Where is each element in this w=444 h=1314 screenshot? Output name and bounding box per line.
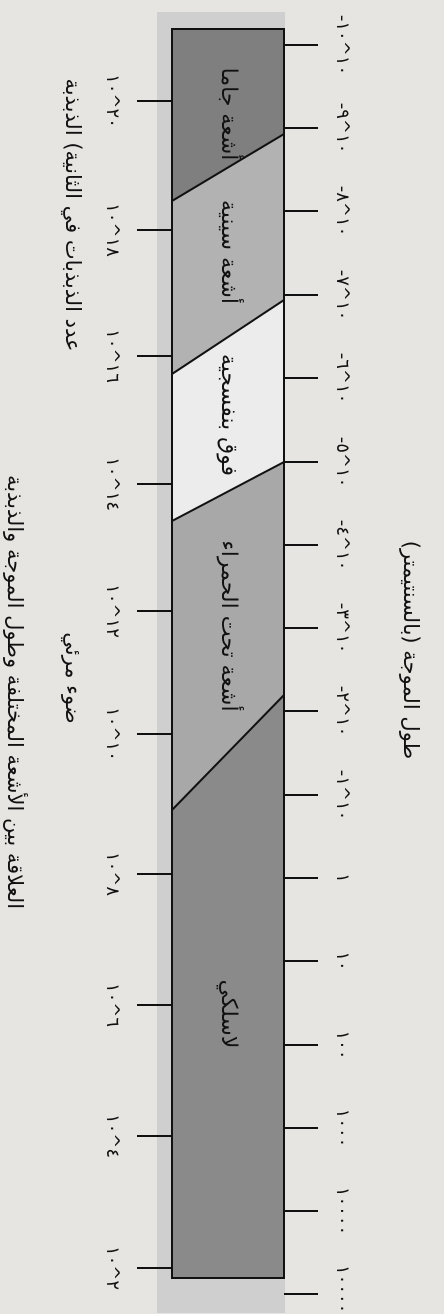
left-ticks [137,100,172,1269]
frequency-tick-label-2: ١٨^١٠ [102,203,123,257]
band-label-infrared: أشعة تحت الحمراء [216,540,244,711]
wavelength-tick-label-14: ١٠٠٠ [332,1109,353,1148]
wavelength-tick-label-10: -١٠^١ [332,770,353,821]
band-label-uv: فوق بنفسجية [216,354,241,476]
frequency-tick-label-10: ٢^١٠ [102,1246,123,1290]
band-radio-fill [172,695,284,1278]
frequency-tick-label-4: ١٤^١٠ [102,457,123,511]
frequency-axis-label: عدد الذبذبات في الثانية) الذبذبة [61,78,85,351]
wavelength-tick-label-11: ١ [332,873,353,883]
wavelength-tick-label-3: -١٠^٨ [332,186,353,237]
band-label-radio: لاسلكي [216,980,241,1049]
spectrum-outline [171,28,285,1279]
right-ticks [284,44,318,1295]
wavelength-tick-label-5: -١٠^٦ [332,353,353,404]
frequency-tick-label-5: ١٢^١٠ [102,584,123,638]
wavelength-tick-label-1: -١٠^١٠ [332,15,353,75]
band-divider-1 [171,133,285,202]
band-divider-3 [171,461,285,522]
wavelength-tick-label-12: ١٠ [332,951,353,970]
wavelength-tick-label-9: -١٠^٢ [332,686,353,737]
wavelength-tick-label-15: ١٠٠٠٠ [332,1187,353,1235]
wavelength-tick-label-16: ١٠٠٠٠٠ [332,1265,353,1314]
frequency-tick-label-7: ٨^١٠ [102,852,123,896]
wavelength-tick-label-6: -١٠^٥ [332,437,353,488]
band-divider-4 [171,694,285,811]
band-gamma-fill [172,29,284,201]
band-xray-fill [172,134,284,374]
wavelength-tick-label-7: -١٠^٤ [332,520,353,571]
wavelength-tick-label-8: -١٠^٣ [332,603,353,654]
wavelength-axis-label: طول الموجة (بالسنتيمتر) [399,541,423,759]
band-uv-fill [172,300,284,521]
frequency-tick-label-9: ٤^١٠ [102,1114,123,1158]
diagram-caption: العلاقة بين الأشعة المختلفة وطول الموجة … [3,475,28,909]
frequency-tick-label-6: ١٠^١٠ [102,707,123,761]
frequency-tick-label-1: ٢٠^١٠ [102,74,123,128]
band-label-gamma: أشعة جاما [216,68,244,161]
wavelength-tick-label-4: -١٠^٧ [332,270,353,321]
wavelength-tick-label-13: ١٠٠ [332,1030,353,1059]
band-label-xray: أشعة سينية [216,200,244,304]
frequency-tick-label-3: ١٦^١٠ [102,329,123,383]
visible-light-label: ضوء مرئي [61,632,85,723]
band-divider-2 [171,299,285,375]
wavelength-tick-label-2: -١٠^٩ [332,103,353,154]
frequency-tick-label-8: ٦^١٠ [102,983,123,1027]
